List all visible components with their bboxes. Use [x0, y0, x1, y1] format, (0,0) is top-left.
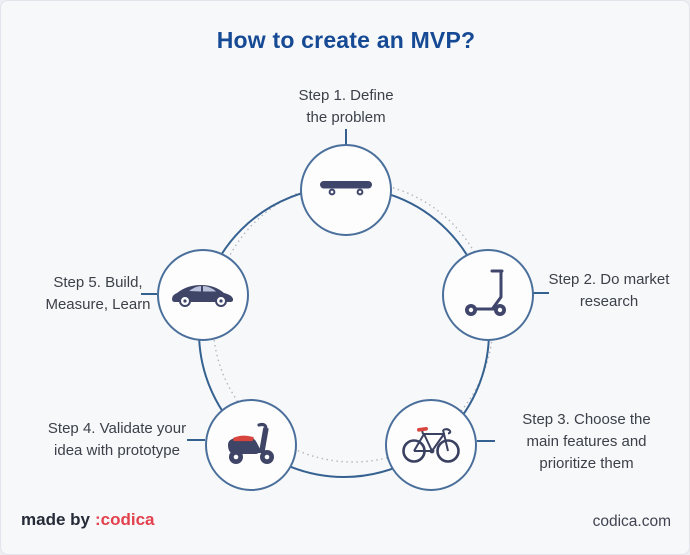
step-3-label: Step 3. Choose the main features and pri… [522, 411, 651, 472]
step-1-label: Step 1. Define the problem [298, 87, 394, 126]
step-3-node [385, 399, 477, 491]
step-2-label: Step 2. Do market research [548, 271, 670, 310]
bicycle-icon [401, 422, 461, 469]
page-title: How to create an MVP? [216, 27, 476, 53]
step-5-node [157, 249, 249, 341]
kick-scooter-icon [463, 266, 513, 325]
step-5-label: Step 5. Build, Measure, Learn [45, 274, 151, 313]
codica-logo: :codica [94, 510, 155, 529]
step-1-node [300, 144, 392, 236]
step-4-label: Step 4. Validate your idea with prototyp… [47, 420, 187, 459]
moped-icon [222, 420, 280, 471]
car-icon [170, 278, 236, 313]
step-2-node [442, 249, 534, 341]
made-by-text: made by [21, 510, 90, 529]
label-connectors [141, 129, 549, 442]
made-by-credit: made by:codica [21, 510, 155, 530]
step-4-node [205, 399, 297, 491]
skateboard-icon [318, 173, 374, 208]
website-url: codica.com [592, 513, 671, 530]
